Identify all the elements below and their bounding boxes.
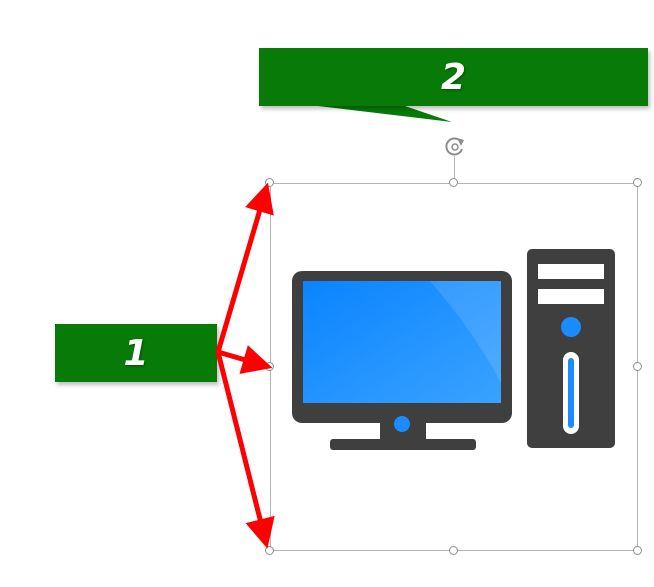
callout-1: 1 (55, 324, 217, 382)
arrow-to-middle-left-handle (217, 345, 273, 374)
rotate-handle-stem (454, 156, 455, 183)
rotate-handle-icon[interactable] (442, 134, 468, 160)
resize-handle-bottom-center[interactable] (449, 546, 458, 555)
resize-handle-middle-left[interactable] (265, 362, 274, 371)
callout-2-label: 2 (440, 56, 467, 98)
callout-2: 2 (259, 48, 648, 106)
callout-1-label: 1 (123, 332, 149, 374)
arrow-to-bottom-left-handle (215, 351, 275, 549)
resize-handle-top-left[interactable] (265, 178, 274, 187)
resize-handle-bottom-left[interactable] (265, 546, 274, 555)
resize-handle-top-center[interactable] (449, 178, 458, 187)
resize-handle-top-right[interactable] (633, 178, 642, 187)
desktop-computer-icon[interactable] (270, 183, 638, 551)
resize-handle-middle-right[interactable] (633, 362, 642, 371)
arrow-to-top-left-handle (215, 182, 274, 353)
resize-handle-bottom-right[interactable] (633, 546, 642, 555)
